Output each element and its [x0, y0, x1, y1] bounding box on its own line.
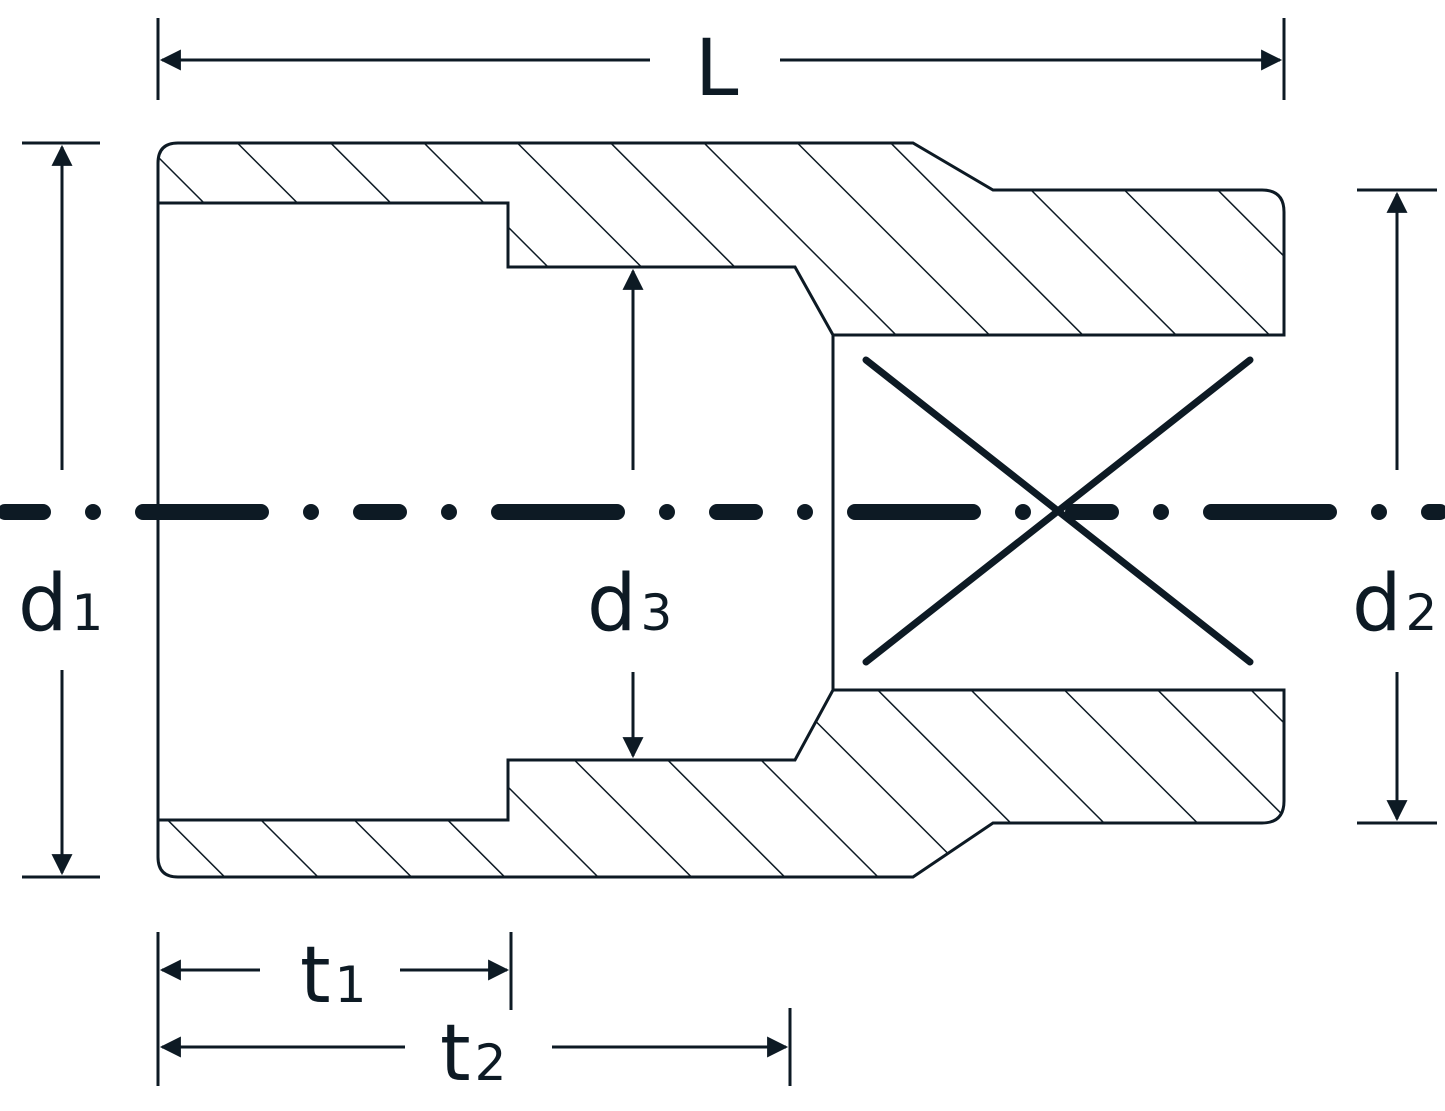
dimension-t1: [156, 932, 513, 1086]
label-t1: t1: [300, 931, 366, 1021]
dimension-L: [156, 18, 1286, 100]
socket-wall-top: [156, 141, 1286, 337]
socket-wall-bottom: [156, 688, 1286, 879]
label-d3: d3: [587, 559, 672, 649]
dimension-d1: [22, 141, 100, 879]
label-d2: d2: [1352, 559, 1437, 649]
dimension-d2: [1357, 188, 1437, 825]
label-L: L: [695, 24, 739, 114]
label-d1: d1: [18, 559, 103, 649]
dimension-t2: [159, 1008, 792, 1086]
label-t2: t2: [440, 1009, 506, 1099]
square-drive-cross-icon: [862, 356, 1254, 666]
